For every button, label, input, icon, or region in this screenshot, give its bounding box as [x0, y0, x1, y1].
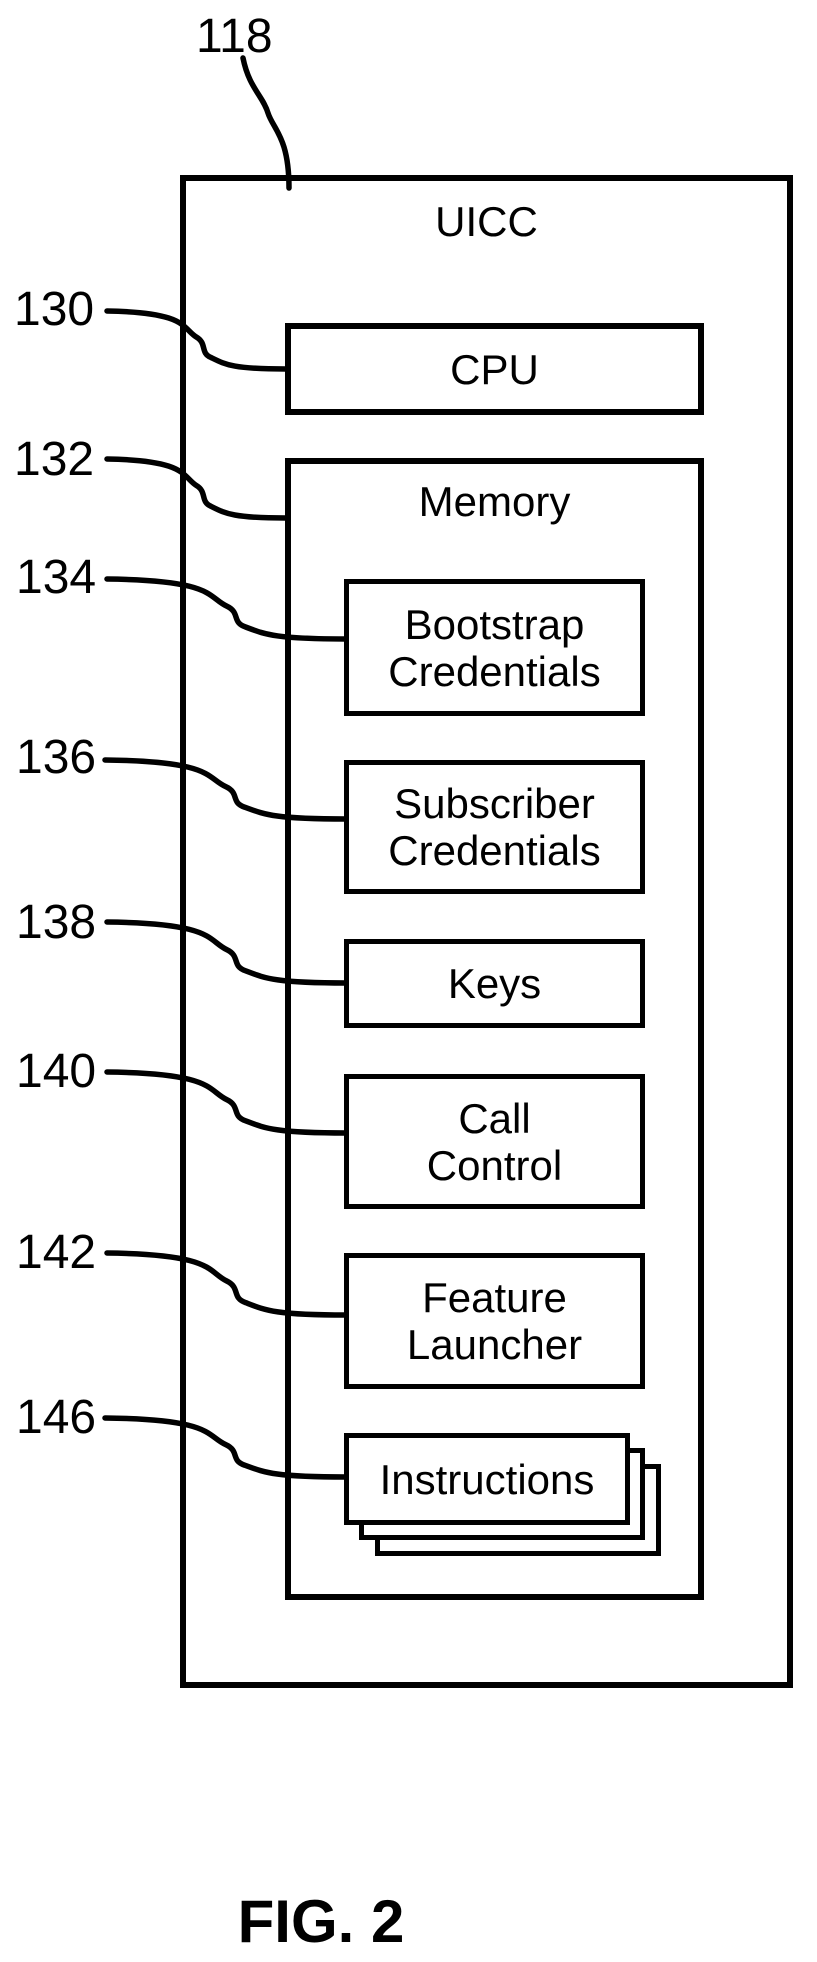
- ref-label-134: 134: [16, 551, 97, 604]
- leader-line-118: [240, 55, 292, 191]
- memory-title: Memory: [418, 478, 571, 525]
- instructions-box: Instructions: [344, 1433, 630, 1525]
- ref-label-136: 136: [16, 731, 97, 784]
- subscriber-credentials-box: Subscriber Credentials: [344, 760, 645, 894]
- feature-launcher-box: Feature Launcher: [344, 1253, 645, 1389]
- keys-box: Keys: [344, 939, 645, 1028]
- ref-label-130: 130: [14, 283, 95, 336]
- subscriber-credentials-label: Subscriber Credentials: [388, 780, 601, 874]
- cpu-label: CPU: [450, 345, 539, 393]
- ref-label-146: 146: [16, 1391, 97, 1444]
- bootstrap-credentials-label: Bootstrap Credentials: [388, 600, 601, 695]
- ref-label-142: 142: [16, 1226, 97, 1279]
- call-control-label: Call Control: [426, 1094, 563, 1189]
- ref-label-118: 118: [196, 10, 273, 63]
- ref-label-132: 132: [14, 433, 95, 486]
- instructions-label: Instructions: [379, 1455, 595, 1503]
- keys-label: Keys: [447, 960, 542, 1007]
- cpu-box: CPU: [285, 323, 704, 415]
- bootstrap-credentials-box: Bootstrap Credentials: [344, 579, 645, 716]
- call-control-box: Call Control: [344, 1074, 645, 1209]
- figure-caption: FIG. 2: [237, 1888, 405, 1955]
- ref-label-138: 138: [16, 896, 97, 949]
- ref-label-140: 140: [16, 1045, 97, 1098]
- uicc-title: UICC: [435, 198, 538, 245]
- feature-launcher-label: Feature Launcher: [406, 1274, 583, 1368]
